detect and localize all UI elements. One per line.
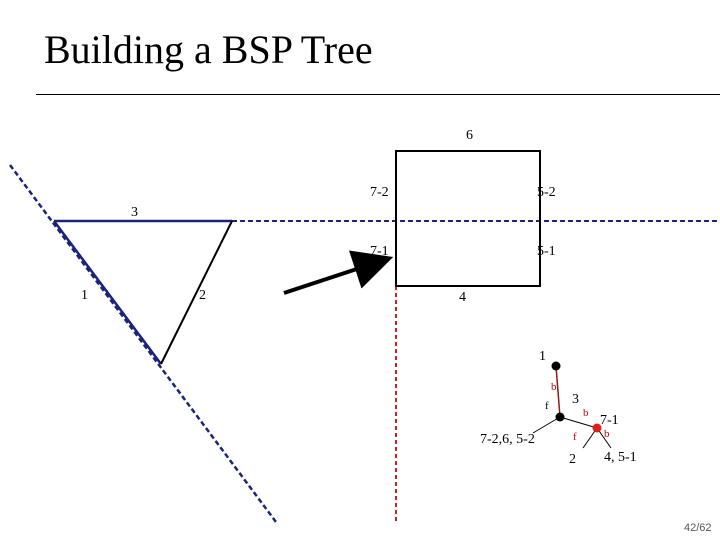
label-segment-5-2: 5-2	[537, 185, 556, 200]
segment-2	[160, 220, 233, 365]
tree-edge-label-node7-1-back: b	[604, 428, 610, 440]
label-segment-2: 2	[199, 288, 206, 303]
tree-label-node-7-1: 7-1	[600, 413, 619, 428]
tree-edge-label-root-back: b	[551, 381, 557, 393]
square-shape	[395, 150, 541, 287]
slide-title: Building a BSP Tree	[44, 27, 373, 72]
tree-edge-label-root-front: f	[545, 400, 549, 412]
tree-edge-label-node3-back: b	[583, 407, 589, 419]
tree-node-3	[555, 412, 565, 422]
label-segment-3: 3	[131, 205, 138, 220]
label-segment-1: 1	[81, 288, 88, 303]
label-segment-7-2: 7-2	[370, 185, 389, 200]
tree-leaf-2: 2	[569, 452, 576, 467]
tree-label-root: 1	[539, 349, 546, 364]
tree-edge-label-node3-front: f	[573, 431, 577, 443]
tree-edge-node3-node7-1	[559, 416, 598, 429]
tree-leaf-4-5-1: 4, 5-1	[604, 450, 637, 465]
label-segment-5-1: 5-1	[537, 244, 556, 259]
segment-1	[52, 220, 163, 365]
tree-node-7-1	[592, 423, 602, 433]
split-line-1	[8, 164, 278, 523]
tree-node-1	[551, 361, 561, 371]
title-divider	[36, 94, 720, 95]
label-segment-4: 4	[459, 290, 466, 305]
page-number: 42/62	[684, 522, 712, 534]
tree-edge-root-leaf-front	[532, 416, 561, 434]
tree-leaf-front-of-1: 7-2,6, 5-2	[480, 432, 535, 447]
arrow	[283, 250, 394, 295]
label-segment-6: 6	[466, 128, 473, 143]
tree-label-node-3: 3	[572, 392, 579, 407]
label-segment-7-1: 7-1	[370, 244, 389, 259]
tree-edge-root-node3	[555, 365, 561, 418]
